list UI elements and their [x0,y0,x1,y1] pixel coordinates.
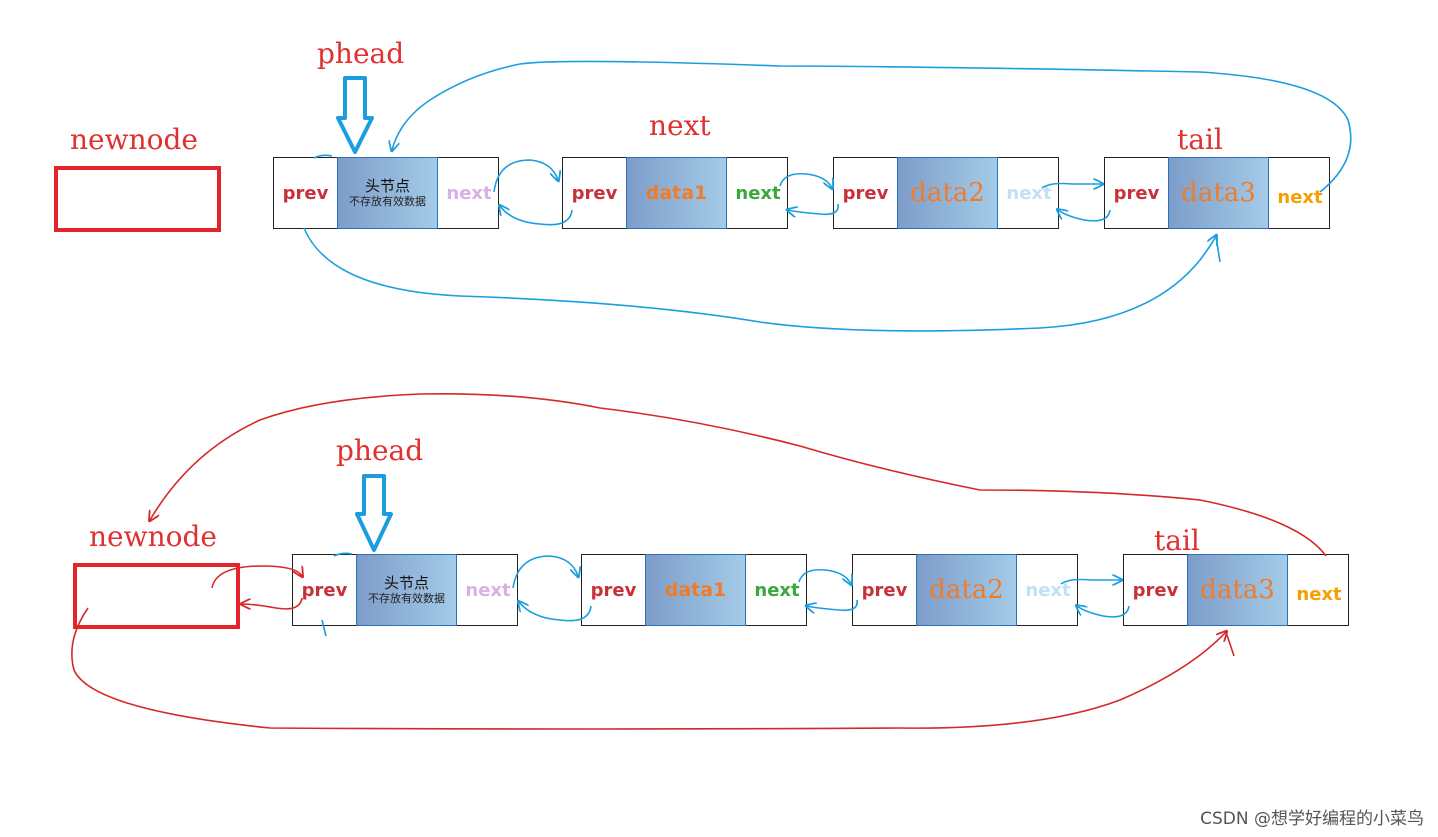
bottom-links-red [71,392,1327,730]
next-label: next [1006,182,1052,204]
phead-arrow-top [336,76,374,154]
next-label: next [1296,583,1342,605]
head-data-cell: 头节点 不存放有效数据 [337,157,438,229]
label-phead-bottom: phead [336,434,424,467]
next-label: next [1277,186,1323,208]
head-prev-cell: prev [274,158,337,228]
head-next-cell: next [438,158,500,228]
data2-next-cell: next [998,158,1060,228]
head-node-subtitle: 不存放有效数据 [368,592,445,606]
data3-label: data3 [1200,575,1275,605]
data3-prev-cell: prev [1124,555,1187,625]
data1-data-cell: data1 [626,157,727,229]
data1-prev-cell: prev [582,555,645,625]
data1-label: data1 [645,182,708,204]
head-node-subtitle: 不存放有效数据 [349,195,426,209]
prev-label: prev [590,579,637,601]
data1-label: data1 [664,579,727,601]
next-label: next [446,182,492,204]
data2-label: data2 [910,178,985,208]
prev-label: prev [571,182,618,204]
prev-label: prev [301,579,348,601]
data1-data-cell: data1 [645,554,746,626]
data2-node-bottom: prev data2 next [852,554,1078,626]
data1-next-cell: next [746,555,808,625]
data1-node-top: prev data1 next [562,157,788,229]
watermark: CSDN @想学好编程的小菜鸟 [1200,809,1424,829]
data3-next-cell: next [1269,158,1331,228]
newnode-box-bottom [73,563,240,629]
data2-data-cell: data2 [897,157,998,229]
prev-label: prev [1113,182,1160,204]
head-node-title: 头节点 [364,177,410,196]
data2-data-cell: data2 [916,554,1017,626]
newnode-box-top [54,166,221,232]
label-newnode-top: newnode [70,123,198,156]
prev-label: prev [842,182,889,204]
data3-data-cell: data3 [1187,554,1288,626]
prev-label: prev [861,579,908,601]
label-tail-bottom: tail [1154,524,1200,557]
data1-node-bottom: prev data1 next [581,554,807,626]
next-label: next [754,579,800,601]
label-tail-top: tail [1177,123,1223,156]
head-node-bottom: prev 头节点 不存放有效数据 next [292,554,518,626]
head-node-top: prev 头节点 不存放有效数据 next [273,157,499,229]
next-label: next [1025,579,1071,601]
data2-node-top: prev data2 next [833,157,1059,229]
data3-label: data3 [1181,178,1256,208]
data3-data-cell: data3 [1168,157,1269,229]
label-next-top: next [649,109,711,142]
data1-prev-cell: prev [563,158,626,228]
head-prev-cell: prev [293,555,356,625]
data1-next-cell: next [727,158,789,228]
head-node-title: 头节点 [383,574,429,593]
next-label: next [465,579,511,601]
bottom-links-blue [321,552,1130,637]
prev-label: prev [282,182,329,204]
next-label: next [735,182,781,204]
top-links [303,60,1352,332]
data2-prev-cell: prev [853,555,916,625]
label-phead-top: phead [317,37,405,70]
data3-next-cell: next [1288,555,1350,625]
label-newnode-bottom: newnode [89,520,217,553]
phead-arrow-bottom [355,474,393,552]
data2-next-cell: next [1017,555,1079,625]
data3-prev-cell: prev [1105,158,1168,228]
data2-label: data2 [929,575,1004,605]
data3-node-bottom: prev data3 next [1123,554,1349,626]
data2-prev-cell: prev [834,158,897,228]
head-next-cell: next [457,555,519,625]
head-data-cell: 头节点 不存放有效数据 [356,554,457,626]
prev-label: prev [1132,579,1179,601]
data3-node-top: prev data3 next [1104,157,1330,229]
